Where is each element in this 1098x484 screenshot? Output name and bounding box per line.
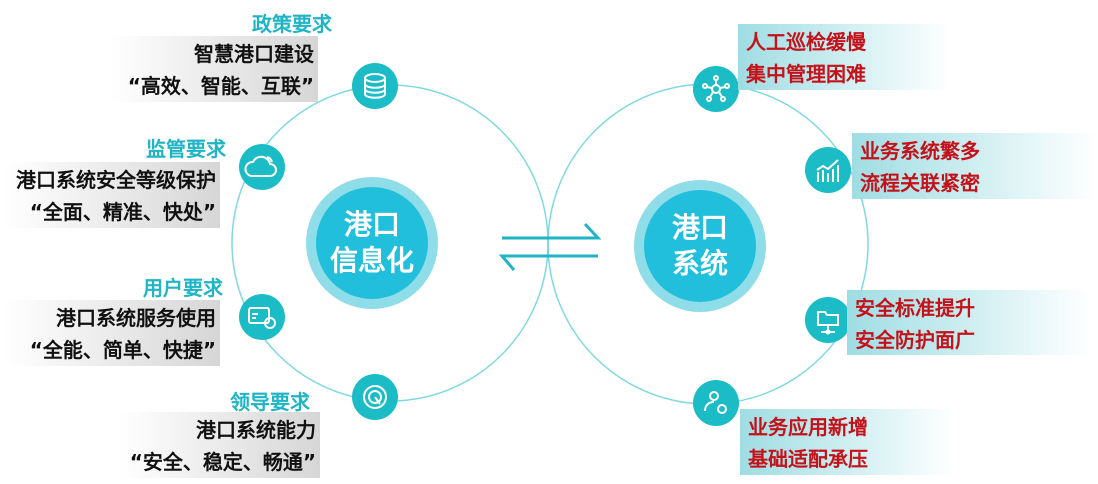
problem-line: 安全标准提升 (855, 296, 975, 320)
requirement-title: 监管要求 (146, 137, 226, 161)
right-core (644, 190, 756, 302)
requirement-line: “高效、智能、互联” (127, 74, 314, 98)
right-core-line: 系统 (671, 247, 728, 280)
exchange-arrows-icon (498, 222, 602, 271)
problem-line: 流程关联紧密 (860, 171, 980, 195)
folder-network-icon-bg (805, 297, 851, 343)
gauge-icon (363, 385, 387, 409)
requirement-line: “安全、稳定、畅通” (129, 450, 316, 474)
problem-line: 业务系统繁多 (860, 139, 980, 163)
requirement-box: 港口系统服务使用 “全能、简单、快捷” (4, 300, 220, 366)
requirement-title: 政策要求 (252, 12, 332, 36)
requirement-box: 港口系统能力 “安全、稳定、畅通” (120, 412, 320, 478)
network-icon (702, 75, 730, 102)
database-icon-bg (352, 63, 398, 109)
network-icon-bg (693, 66, 739, 112)
requirement-box: 港口系统安全等级保护 “全面、精准、快处” (4, 162, 220, 228)
requirement-line: 港口系统服务使用 (56, 306, 216, 330)
requirement-line: “全能、简单、快捷” (29, 338, 216, 362)
requirement-title: 用户要求 (143, 276, 223, 300)
database-icon (364, 73, 386, 99)
user-gear-icon (704, 391, 727, 414)
problem-line: 安全防护面广 (855, 328, 975, 352)
left-core-line: 信息化 (329, 244, 414, 277)
requirement-title: 领导要求 (230, 390, 310, 414)
left-core (316, 187, 428, 299)
requirement-line: “全面、精准、快处” (29, 200, 216, 224)
left-core-label: 港口信息化 (312, 207, 432, 279)
problem-line: 基础适配承压 (748, 447, 868, 471)
problem-line: 业务应用新增 (748, 415, 868, 439)
folder-network-icon (817, 311, 839, 335)
requirement-line: 智慧港口建设 (194, 42, 314, 66)
problem-box: 业务系统繁多流程关联紧密 (852, 133, 1096, 199)
user-gear-icon-bg (693, 380, 739, 426)
problem-box: 业务应用新增基础适配承压 (740, 409, 955, 475)
web-card-icon (248, 307, 276, 329)
cloud-icon (244, 155, 277, 177)
problem-line: 人工巡检缓慢 (746, 30, 866, 54)
right-core-line: 港口 (671, 211, 728, 244)
web-card-icon-bg (239, 294, 285, 340)
problem-line: 集中管理困难 (746, 62, 866, 86)
problem-box: 人工巡检缓慢集中管理困难 (738, 24, 950, 90)
requirement-line: 港口系统安全等级保护 (16, 168, 216, 192)
right-core-label: 港口系统 (640, 210, 760, 282)
requirement-line: 港口系统能力 (196, 418, 316, 442)
chart-icon (816, 159, 839, 182)
requirement-box: 智慧港口建设 “高效、智能、互联” (110, 36, 318, 102)
cloud-icon-bg (239, 144, 285, 190)
left-core-line: 港口 (343, 208, 400, 241)
problem-box: 安全标准提升安全防护面广 (847, 290, 1091, 355)
